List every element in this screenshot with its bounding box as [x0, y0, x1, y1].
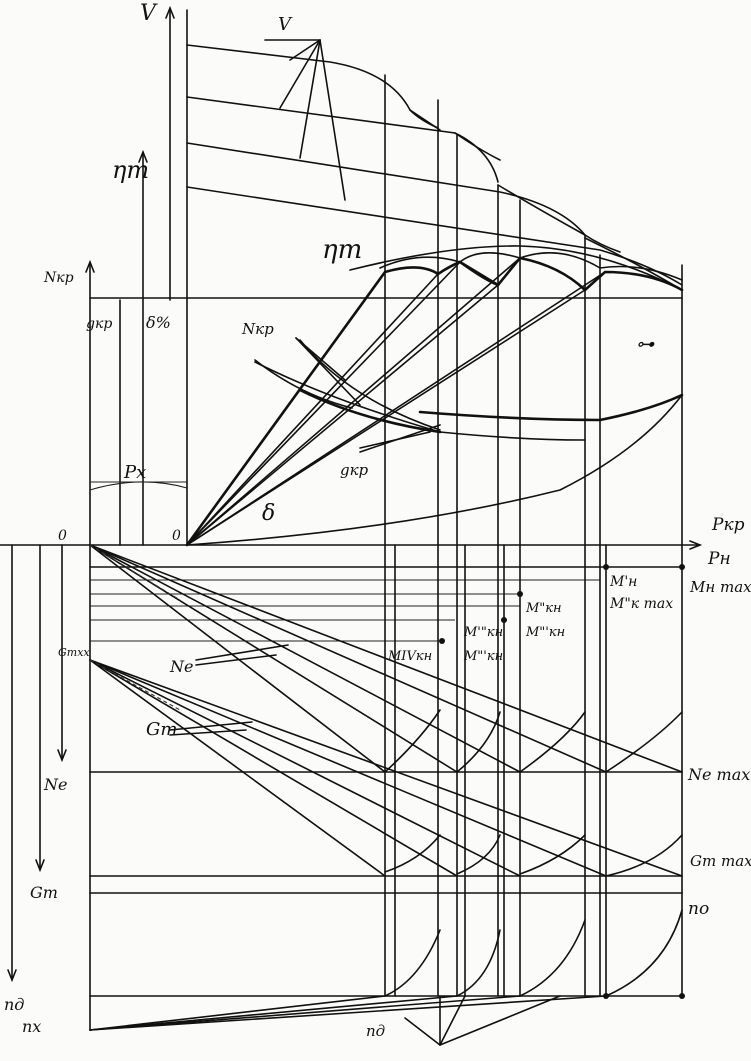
axes — [0, 5, 703, 1031]
mark-label: ⊶ — [636, 334, 655, 355]
delta-label: δ — [262, 501, 275, 526]
v-axis-label: V — [140, 1, 158, 26]
m-kn5-label: M"'кн — [463, 649, 503, 664]
n-x-label: nх — [22, 1017, 41, 1036]
zero-left-label: 0 — [58, 528, 67, 544]
g-t-axis-label: Gт — [30, 883, 58, 902]
traction-power-curves — [185, 256, 684, 547]
m-kn6-label: MIVкн — [387, 649, 432, 664]
m-kn4-label: M'"кн — [463, 625, 503, 640]
engine-power-fan — [89, 544, 683, 773]
n-o-label: nо — [688, 899, 709, 919]
eta-t-curve-label: ηт — [322, 235, 362, 265]
n-kr-curve-label: Nкр — [241, 320, 274, 338]
m-n-max-label: Mн max — [689, 578, 751, 596]
fuel-consumption-fan — [89, 659, 683, 877]
rpm-curves — [89, 909, 683, 1046]
labels: V V ηт ηт Nкр gкр δ% Nкр gкр Px δ 0 0 Pк… — [4, 1, 751, 1040]
g-kr-curve-label: gкр — [340, 461, 369, 479]
m-kn2-label: M"кн — [525, 601, 562, 616]
moment-points — [439, 564, 685, 999]
n-d-axis-label: nд — [4, 995, 24, 1014]
p-kr-label: Pкр — [711, 515, 745, 535]
gear-verticals — [384, 74, 683, 997]
p-x-label: Px — [123, 462, 146, 483]
m-n1-label: M'н — [609, 574, 637, 590]
p-n-label: Pн — [707, 549, 731, 569]
n-kr-label: Nкр — [43, 270, 74, 286]
delta-pct-label: δ% — [146, 313, 171, 332]
m-k1-max-label: M"к max — [609, 596, 673, 612]
g-t-max-label: Gт max — [690, 852, 751, 870]
consumption-curves — [186, 337, 684, 546]
n-e-axis-label: Ne — [43, 775, 67, 794]
m-kn3-label: M"'кн — [525, 625, 565, 640]
g-txx-label: Gтхх — [58, 646, 90, 659]
eta-t-axis-label: ηт — [112, 156, 149, 184]
v-top-label: V — [278, 14, 293, 35]
n-e-max-label: Ne max — [687, 765, 750, 784]
g-kr-label: gкр — [86, 316, 112, 332]
n-d-label: nд — [366, 1022, 385, 1040]
zero-mid-label: 0 — [172, 528, 181, 544]
n-e-label: Ne — [169, 657, 193, 676]
